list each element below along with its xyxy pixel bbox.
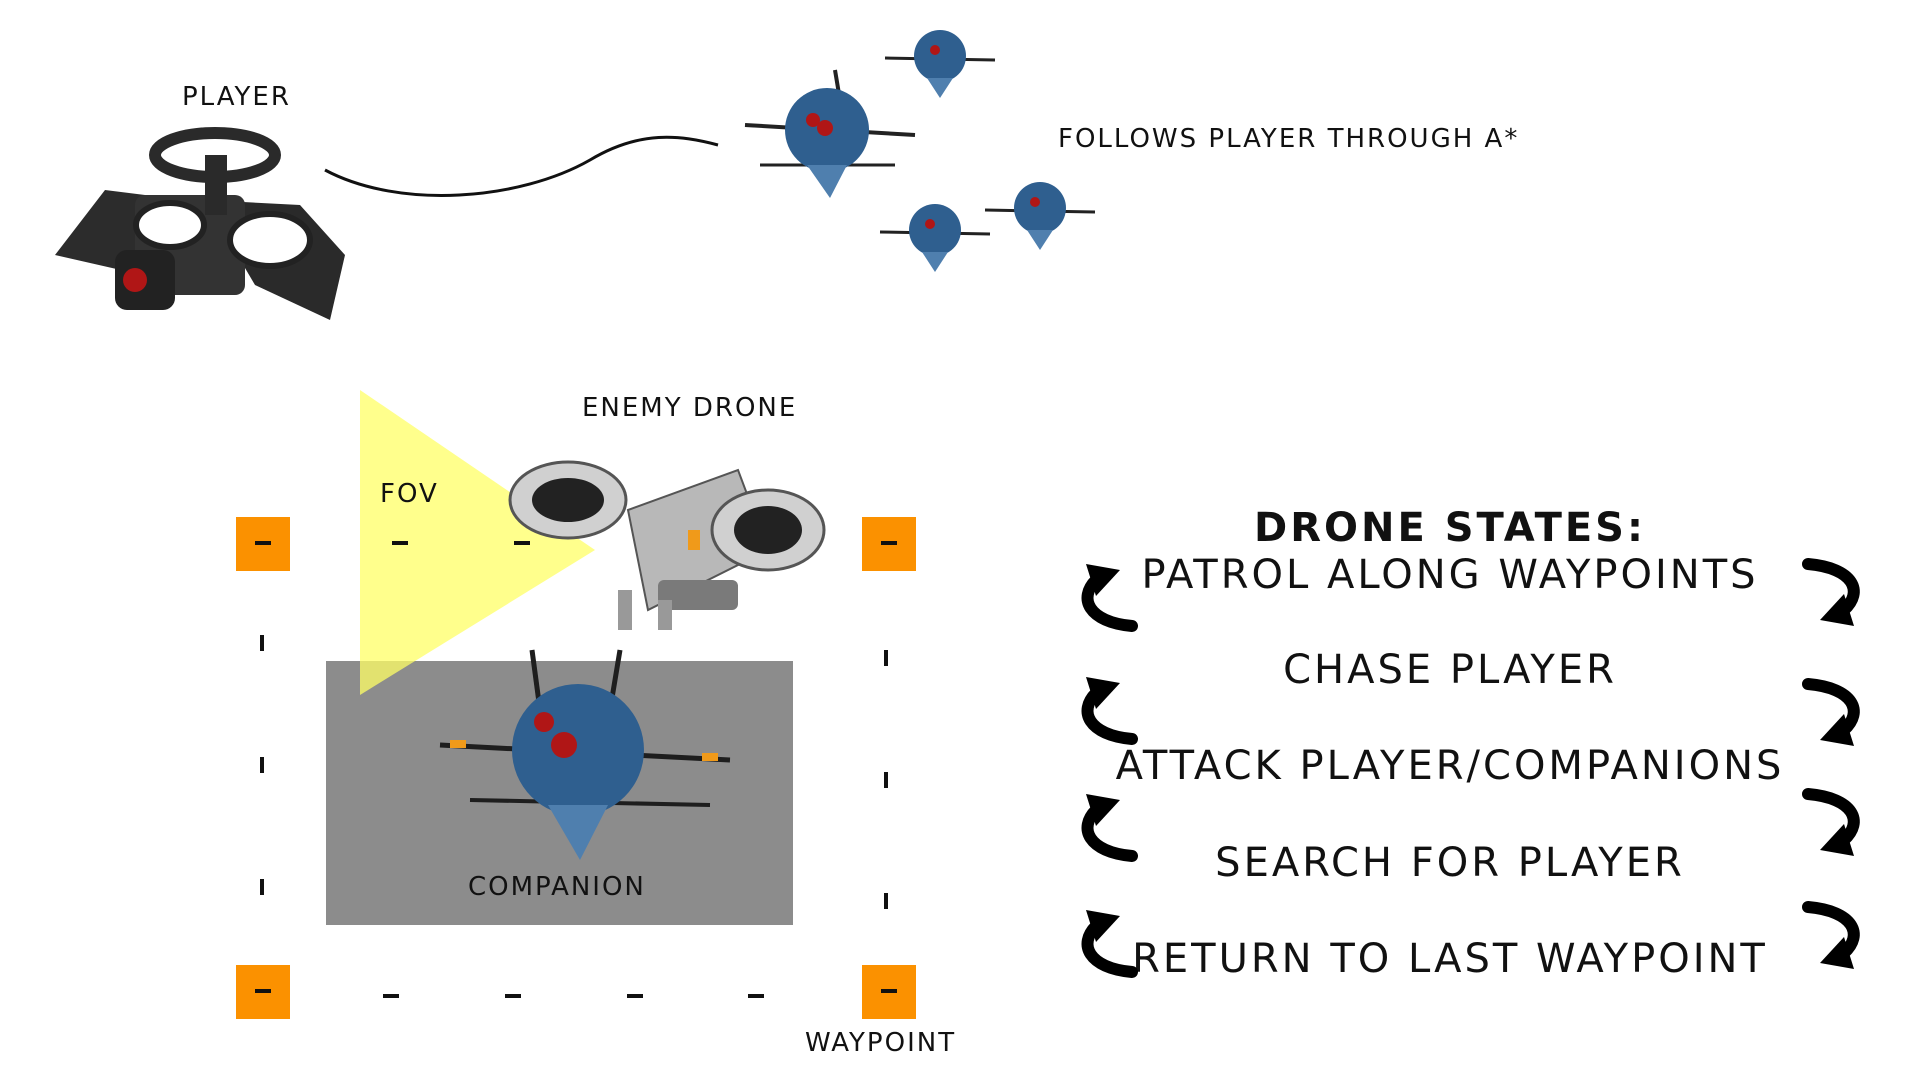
curved-arrow-right-icon xyxy=(1802,788,1860,856)
companion-drone-icon xyxy=(439,649,731,860)
drone-states-title: DRONE STATES: xyxy=(1254,505,1646,551)
patrol-path-dash xyxy=(514,541,530,545)
waypoint-label: WAYPOINT xyxy=(805,1028,957,1058)
waypoint-marker xyxy=(862,965,916,1019)
companion-label: COMPANION xyxy=(468,872,646,902)
follows-label: FOLLOWS PLAYER THROUGH A* xyxy=(1058,124,1520,154)
curved-arrow-left-icon xyxy=(1081,564,1138,632)
curved-arrow-right-icon xyxy=(1802,901,1860,969)
patrol-path-dash xyxy=(505,994,521,998)
enemy-drone-label: ENEMY DRONE xyxy=(582,393,798,423)
patrol-path-dash xyxy=(383,994,399,998)
waypoint-marker xyxy=(862,517,916,571)
follower-drone-icon xyxy=(744,69,916,198)
path-line xyxy=(324,135,719,197)
follower-drone-icon xyxy=(879,204,991,272)
patrol-path-dash xyxy=(884,650,888,666)
curved-arrow-left-icon xyxy=(1081,677,1138,745)
state-return: RETURN TO LAST WAYPOINT xyxy=(1132,936,1768,982)
player-drone-icon xyxy=(55,127,345,320)
enemy-drone-icon xyxy=(508,460,826,630)
patrol-path-dash xyxy=(884,893,888,909)
player-label: PLAYER xyxy=(182,82,291,112)
fov-cone xyxy=(360,390,595,695)
curved-arrow-left-icon xyxy=(1081,910,1138,978)
curved-arrow-right-icon xyxy=(1802,678,1860,746)
state-search: SEARCH FOR PLAYER xyxy=(1215,840,1685,886)
patrol-path-dash xyxy=(884,772,888,788)
waypoint-marker xyxy=(236,517,290,571)
patrol-path-dash xyxy=(748,994,764,998)
follower-drone-icon xyxy=(984,182,1096,250)
patrol-path-dash xyxy=(260,635,264,651)
patrol-path-dash xyxy=(260,757,264,773)
waypoint-marker xyxy=(236,965,290,1019)
fov-label: FOV xyxy=(380,479,439,509)
state-attack: ATTACK PLAYER/COMPANIONS xyxy=(1115,743,1785,789)
state-patrol: PATROL ALONG WAYPOINTS xyxy=(1141,552,1759,598)
curved-arrow-left-icon xyxy=(1081,794,1138,862)
patrol-path-dash xyxy=(392,541,408,545)
state-chase: CHASE PLAYER xyxy=(1283,647,1617,693)
patrol-path-dash xyxy=(260,879,264,895)
follower-drone-icon xyxy=(884,30,996,98)
curved-arrow-right-icon xyxy=(1802,558,1860,626)
patrol-path-dash xyxy=(627,994,643,998)
